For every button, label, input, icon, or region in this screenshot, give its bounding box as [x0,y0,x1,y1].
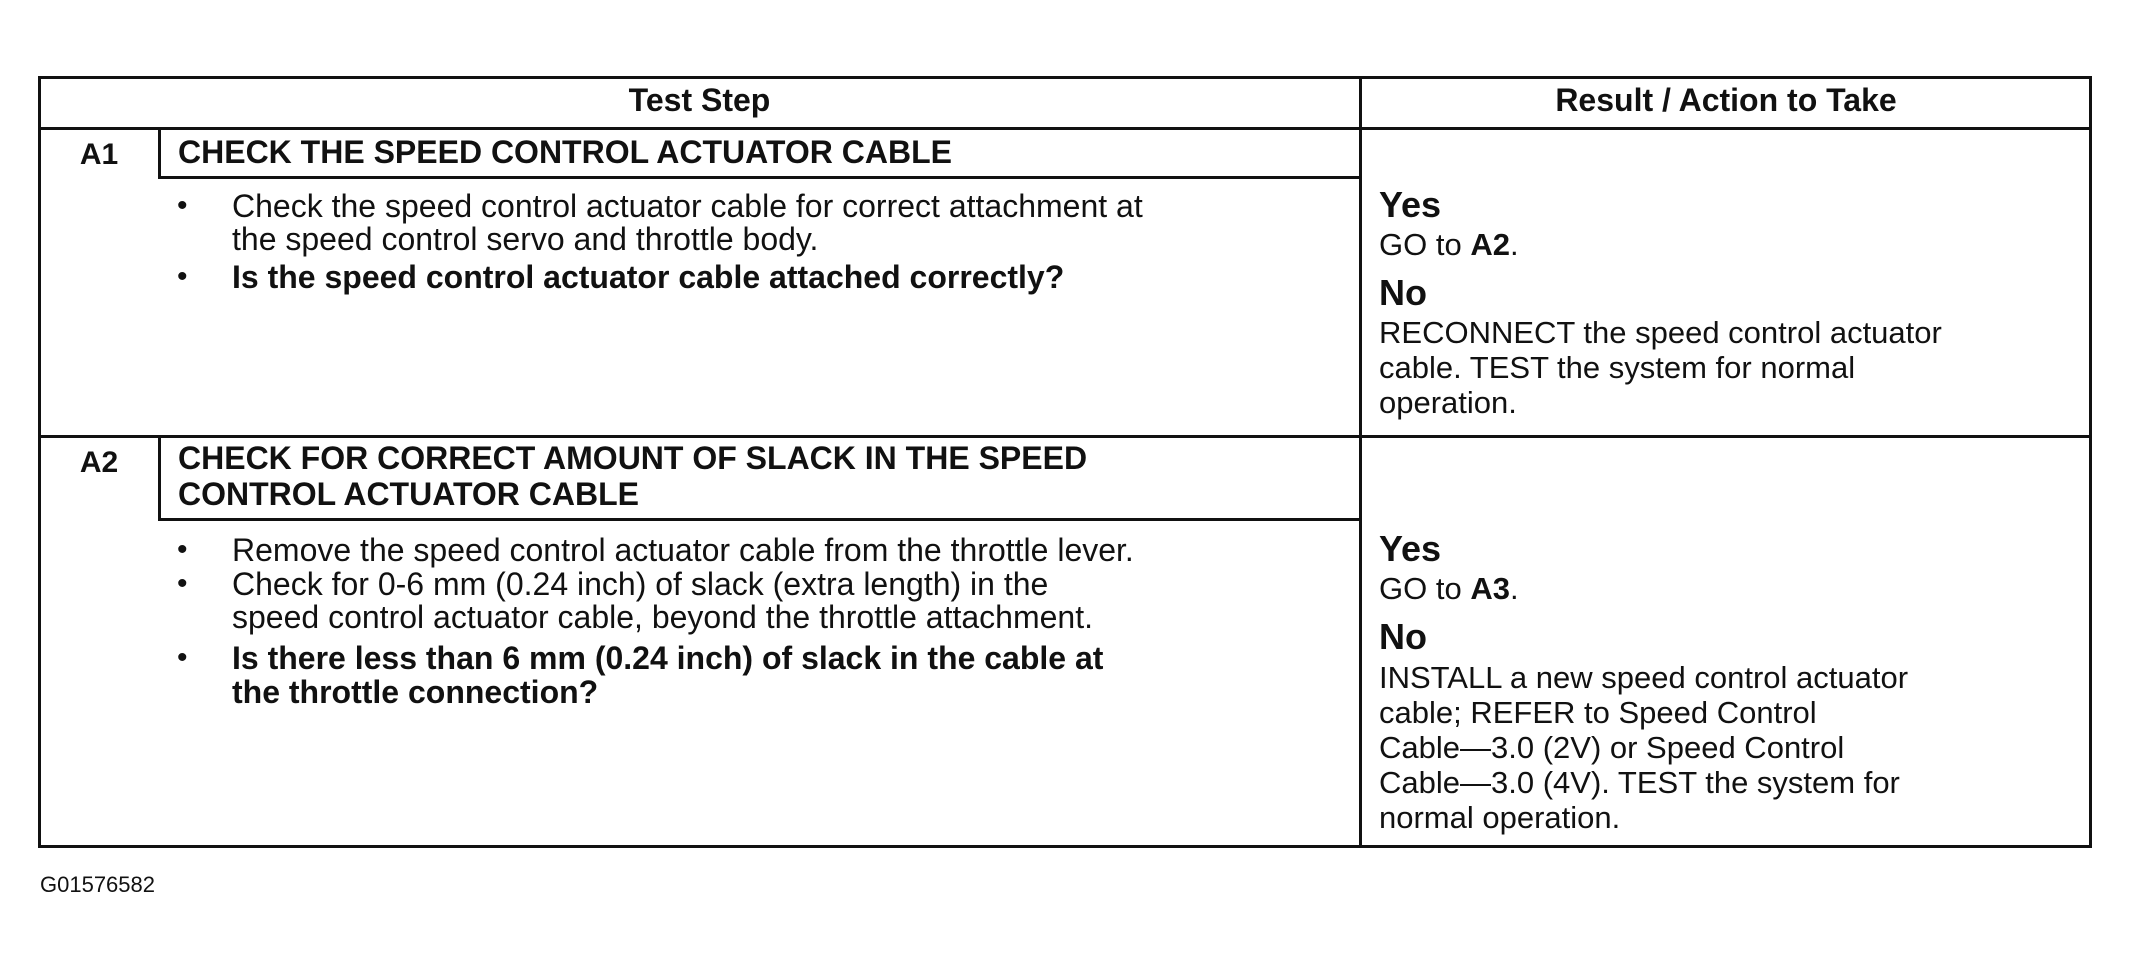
no-action: operation. [1379,385,1517,420]
step-code: A2 [79,446,119,479]
figure-id: G01576582 [40,872,155,897]
step-title: CONTROL ACTUATOR CABLE [178,476,640,512]
column-divider [1359,76,1362,848]
yes-label: Yes [1379,528,1442,569]
yes-action-suffix: . [1509,571,1519,606]
no-label: No [1379,272,1427,313]
diagnostic-table [38,76,2092,848]
yes-action: GO to A2. [1379,228,1519,262]
title-divider-a1 [158,176,1360,179]
bullet-icon: • [177,533,188,566]
no-action: RECONNECT the speed control actuator [1379,315,1942,350]
bullet-icon: • [177,641,188,674]
step-instruction: Check for 0-6 mm (0.24 inch) of slack (e… [232,566,1049,602]
step-title: CHECK THE SPEED CONTROL ACTUATOR CABLE [178,134,952,170]
yes-action-prefix: GO to [1379,571,1471,606]
bullet-icon: • [177,189,188,222]
step-instruction: the speed control servo and throttle bod… [232,221,819,257]
bullet-icon: • [177,567,188,600]
step-question: Is there less than 6 mm (0.24 inch) of s… [232,640,1104,676]
yes-action: GO to A3. [1379,572,1519,606]
no-action: INSTALL a new speed control actuator [1379,660,1909,695]
no-label: No [1379,616,1427,657]
yes-action-target: A2 [1470,227,1510,262]
header-divider [38,127,2092,130]
no-action: Cable—3.0 (4V). TEST the system for [1379,765,1900,800]
step-instruction: Check the speed control actuator cable f… [232,188,1143,224]
yes-action-suffix: . [1509,227,1519,262]
yes-label: Yes [1379,184,1442,225]
step-question: Is the speed control actuator cable atta… [232,259,1065,295]
header-result-action: Result / Action to Take [1555,82,1897,118]
title-divider-a2 [158,518,1360,521]
yes-action-prefix: GO to [1379,227,1471,262]
step-instruction: Remove the speed control actuator cable … [232,532,1134,568]
step-title: CHECK FOR CORRECT AMOUNT OF SLACK IN THE… [178,440,1088,476]
step-code: A1 [79,138,119,171]
step-instruction: speed control actuator cable, beyond the… [232,599,1093,635]
no-action: cable. TEST the system for normal [1379,350,1856,385]
step-divider [38,435,2092,438]
bullet-icon: • [177,260,188,293]
code-divider-a1 [158,127,161,178]
yes-action-target: A3 [1470,571,1510,606]
no-action: cable; REFER to Speed Control [1379,695,1817,730]
code-divider-a2 [158,435,161,520]
no-action: Cable—3.0 (2V) or Speed Control [1379,730,1845,765]
step-question: the throttle connection? [232,674,599,710]
no-action: normal operation. [1379,800,1621,835]
header-test-step: Test Step [628,82,771,118]
